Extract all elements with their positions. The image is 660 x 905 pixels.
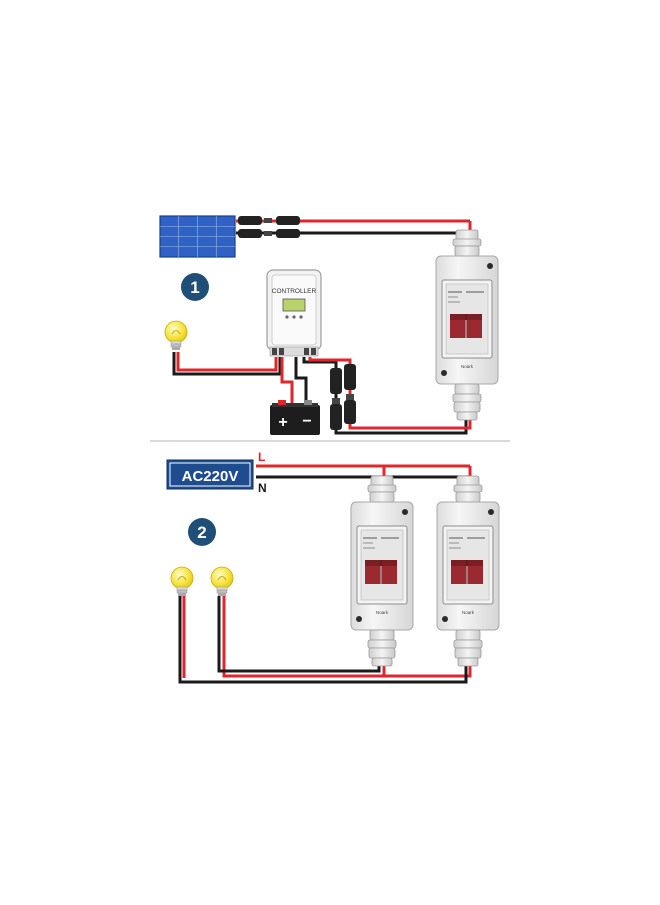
ac-mains-wires [256,464,472,480]
light-bulb-icon [210,566,234,597]
ac-breaker-enclosure-right-icon [436,475,500,667]
ac-output-wires [178,596,472,684]
step-badge-2: 2 [188,518,216,546]
light-bulb-icon [164,320,188,351]
battery-icon: + − [270,400,320,435]
ac-label: AC220V [182,468,239,485]
step-badge-1-label: 1 [190,278,199,297]
solar-panel-icon [159,215,236,258]
neutral-label: N [258,481,267,495]
charge-controller: CONTROLLER [266,269,322,357]
light-bulb-icon [170,566,194,597]
battery-wires [280,357,308,404]
mc4-connector-pair [330,364,356,430]
battery-plus: + [278,414,287,431]
step-badge-1: 1 [181,273,209,301]
diagram-2: AC220V L N 2 [166,450,500,684]
controller-label: CONTROLLER [272,288,317,295]
ac-breaker-enclosure-left-icon [350,475,414,667]
mc4-connector-icon [238,216,305,238]
ac220v-box: AC220V [166,459,254,490]
diagram-1: 1 CONTROLLER [159,215,499,435]
dc-breaker-enclosure-icon [435,229,499,421]
step-badge-2-label: 2 [197,523,206,542]
battery-minus: − [302,413,311,430]
live-label: L [258,450,265,464]
load-wires [172,352,282,376]
